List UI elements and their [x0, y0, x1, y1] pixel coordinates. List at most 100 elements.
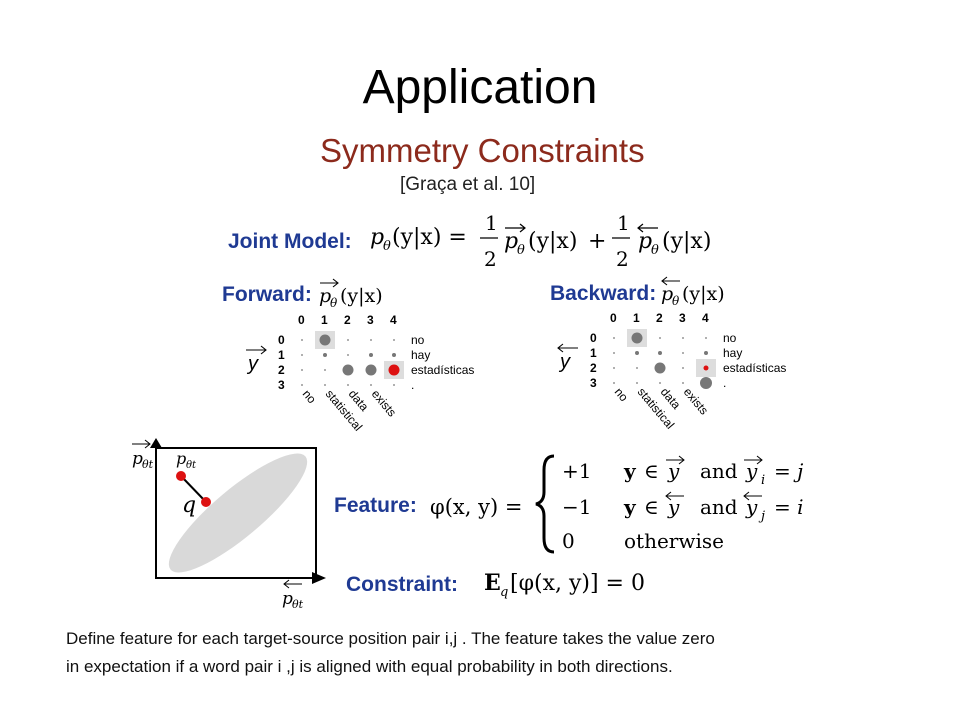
alignment-dot — [704, 351, 708, 355]
matrix-col-header: 4 — [702, 311, 709, 325]
backward-arrow — [637, 223, 658, 233]
plus-sign: + — [588, 229, 606, 254]
q-point — [201, 497, 211, 507]
constraint-label: Constraint: — [346, 573, 458, 596]
svg-text:θ: θ — [672, 294, 680, 308]
source-word: estadísticas — [411, 363, 474, 377]
svg-text:= j: = j — [774, 459, 803, 483]
svg-text:j: j — [758, 509, 765, 524]
source-word: no — [411, 333, 425, 347]
alignment-dot — [393, 384, 395, 386]
joint-theta-fwd: θ — [517, 243, 525, 258]
target-word: no — [612, 385, 632, 404]
alignment-dot — [636, 382, 638, 384]
alignment-dot — [301, 384, 303, 386]
backward-model-expr: p θ (y|x) — [661, 276, 725, 308]
joint-theta-bwd: θ — [651, 243, 659, 258]
p-theta-point — [176, 471, 186, 481]
alignment-dot — [631, 332, 643, 344]
matrix-col-header: 3 — [679, 311, 686, 325]
cond-fwd: (y|x) — [528, 229, 577, 254]
alignment-dot — [658, 351, 662, 355]
plot-x-axis-sub: θt — [292, 598, 304, 611]
svg-text:(y|x): (y|x) — [340, 285, 383, 307]
constraint-equation: E q [φ(x, y)] = 0 — [484, 570, 645, 600]
svg-text:∈: ∈ — [644, 459, 659, 483]
target-word: no — [300, 387, 320, 406]
alignment-dot — [347, 384, 349, 386]
matrix-col-header: 0 — [610, 311, 617, 325]
frac-num-2: 1 — [617, 211, 630, 235]
forward-label: Forward: — [222, 283, 312, 306]
svg-text:p: p — [319, 285, 331, 307]
svg-text:E: E — [484, 570, 501, 596]
forward-arrow — [505, 223, 526, 233]
source-word: hay — [723, 346, 742, 360]
alignment-dot — [613, 367, 615, 369]
svg-text:q: q — [500, 585, 508, 600]
brace — [535, 454, 555, 554]
figure-citation: [Graça et al. 10] — [400, 174, 536, 195]
alignment-dot — [393, 339, 395, 341]
frac-den-1: 2 — [484, 247, 497, 271]
caption-line-1: Define feature for each target-source po… — [66, 629, 715, 648]
joint-model-label: Joint Model: — [228, 230, 352, 253]
y-vector-label: y — [246, 353, 259, 375]
source-word: no — [723, 331, 737, 345]
matrix-col-header: 4 — [390, 313, 397, 327]
matrix-row-header: 2 — [278, 363, 285, 377]
matrix-row-header: 1 — [590, 346, 597, 360]
joint-p-fwd: p — [504, 229, 518, 254]
alignment-dot — [682, 367, 684, 369]
target-word: exists — [681, 385, 711, 418]
y-vector-label: y — [558, 351, 571, 373]
svg-text:+1: +1 — [562, 459, 591, 483]
alignment-dot — [370, 384, 372, 386]
alignment-dot — [703, 365, 709, 371]
source-word: estadísticas — [723, 361, 786, 375]
svg-text:θ: θ — [330, 296, 338, 310]
svg-text:y: y — [667, 495, 680, 519]
frac-num-1: 1 — [485, 211, 498, 235]
joint-model-equation: p θ (y|x) = 1 2 p θ (y|x) + 1 2 p θ (y|x… — [370, 211, 711, 271]
svg-text:i: i — [761, 473, 765, 488]
phi-expr: φ(x, y) = — [430, 495, 522, 519]
matrix-col-header: 2 — [656, 311, 663, 325]
feature-label: Feature: — [334, 494, 417, 517]
caption-line-2: in expectation if a word pair i ,j is al… — [66, 657, 673, 676]
svg-text:and: and — [700, 459, 738, 483]
alignment-dot — [659, 337, 661, 339]
svg-text:y: y — [745, 459, 758, 483]
matrix-row-header: 3 — [590, 376, 597, 390]
frac-den-2: 2 — [616, 247, 629, 271]
matrix-col-header: 1 — [633, 311, 640, 325]
matrix-row-header: 3 — [278, 378, 285, 392]
alignment-dot — [319, 334, 331, 346]
svg-text:and: and — [700, 495, 738, 519]
source-word: . — [723, 376, 726, 390]
source-word: . — [411, 378, 414, 392]
matrix-col-header: 2 — [344, 313, 351, 327]
plot-y-axis-p: p — [132, 449, 143, 469]
svg-text:p: p — [661, 283, 673, 305]
alignment-dot — [301, 354, 303, 356]
svg-text:= i: = i — [774, 495, 804, 519]
plot-x-axis-p: p — [282, 589, 293, 609]
matrix-col-header: 0 — [298, 313, 305, 327]
slide-caption: Define feature for each target-source po… — [66, 625, 926, 681]
matrix-row-header: 0 — [278, 333, 285, 347]
svg-text:y: y — [745, 495, 758, 519]
matrix-col-header: 1 — [321, 313, 328, 327]
alignment-dot — [301, 339, 303, 341]
alignment-dot — [659, 382, 661, 384]
alignment-dot — [682, 352, 684, 354]
alignment-dot — [682, 337, 684, 339]
matrix-col-header: 3 — [367, 313, 374, 327]
alignment-dot — [347, 339, 349, 341]
source-word: hay — [411, 348, 430, 362]
joint-p-bwd: p — [638, 229, 652, 254]
alignment-dot — [392, 353, 396, 357]
svg-text:otherwise: otherwise — [624, 529, 724, 553]
plot-point-p: p — [176, 449, 186, 468]
